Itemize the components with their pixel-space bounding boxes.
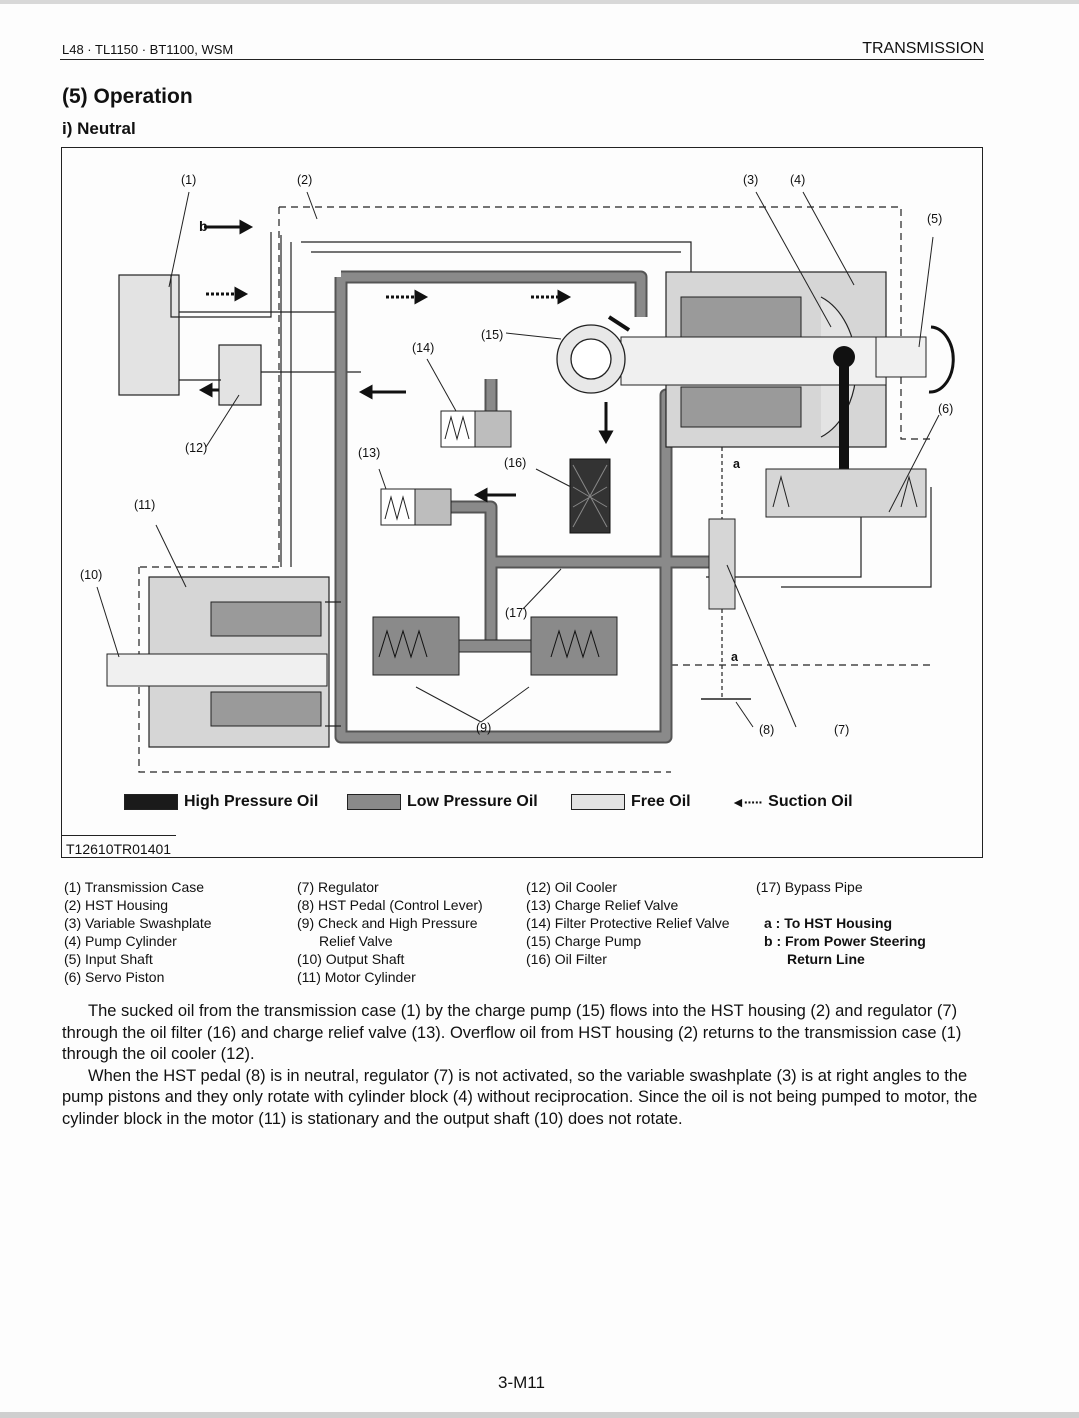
part-5: (5) Input Shaft	[64, 951, 153, 967]
part-13: (13) Charge Relief Valve	[526, 897, 679, 913]
figure-id: T12610TR01401	[66, 841, 172, 857]
legend-low-label: Low Pressure Oil	[407, 793, 538, 810]
figure-id-rule	[61, 835, 176, 836]
callout-3: (3)	[743, 173, 759, 187]
callout-7: (7)	[834, 723, 850, 737]
parts-legend-col-1: (1) Transmission Case (2) HST Housing (3…	[64, 878, 212, 986]
low-pressure-swatch	[347, 794, 401, 810]
callout-14: (14)	[412, 341, 435, 355]
free-oil-swatch	[571, 794, 625, 810]
page-bottom-strip	[0, 1412, 1079, 1418]
legend-free-oil: Free Oil	[571, 793, 691, 811]
parts-legend-col-4: (17) Bypass Pipe a : To HST Housing b : …	[756, 878, 926, 968]
callout-2: (2)	[297, 173, 313, 187]
high-pressure-swatch	[124, 794, 178, 810]
suction-arrow-icon: ◄·····	[731, 794, 763, 810]
part-9: (9) Check and High Pressure	[297, 915, 478, 931]
part-2: (2) HST Housing	[64, 897, 169, 913]
callout-b: b	[199, 218, 208, 234]
regulator	[708, 518, 736, 610]
parts-legend-col-3: (12) Oil Cooler (13) Charge Relief Valve…	[526, 878, 730, 968]
header-rule	[60, 59, 984, 60]
part-1: (1) Transmission Case	[64, 879, 205, 895]
figure-frame	[61, 147, 983, 858]
callout-5: (5)	[927, 212, 943, 226]
header-model: L48 · TL1150 · BT1100, WSM	[62, 42, 234, 57]
page-top-strip	[0, 0, 1079, 4]
check-relief-valve-left	[372, 616, 460, 676]
part-10: (10) Output Shaft	[297, 951, 405, 967]
parts-legend-col-2: (7) Regulator (8) HST Pedal (Control Lev…	[297, 878, 483, 986]
part-14: (14) Filter Protective Relief Valve	[526, 915, 730, 931]
subsection-title: i) Neutral	[62, 119, 136, 138]
check-relief-valve-right	[530, 616, 618, 676]
part-4: (4) Pump Cylinder	[64, 933, 177, 949]
callout-11: (11)	[134, 498, 156, 512]
body-text: The sucked oil from the transmission cas…	[62, 1001, 988, 1130]
callout-a-top: a	[733, 457, 740, 471]
legend-spacer	[756, 896, 926, 914]
part-12: (12) Oil Cooler	[526, 879, 618, 895]
callout-9: (9)	[476, 721, 492, 735]
callout-6: (6)	[938, 402, 954, 416]
part-6: (6) Servo Piston	[64, 969, 165, 985]
legend-suction-label: Suction Oil	[768, 793, 853, 810]
part-11: (11) Motor Cylinder	[297, 969, 416, 985]
note-a: a : To HST Housing	[764, 915, 893, 931]
page-number: 3-M11	[498, 1373, 545, 1392]
legend-low-pressure: Low Pressure Oil	[347, 793, 538, 811]
callout-1: (1)	[181, 173, 197, 187]
callout-16: (16)	[504, 456, 527, 470]
part-9-cont: Relief Valve	[319, 933, 393, 949]
callout-15: (15)	[481, 328, 504, 342]
part-3: (3) Variable Swashplate	[64, 915, 212, 931]
legend-suction-oil: ◄····· Suction Oil	[731, 793, 853, 811]
part-17: (17) Bypass Pipe	[756, 879, 863, 895]
body-paragraph-1: The sucked oil from the transmission cas…	[62, 1002, 962, 1063]
part-7: (7) Regulator	[297, 879, 379, 895]
note-b-cont: Return Line	[787, 951, 865, 967]
servo-rod	[839, 357, 849, 492]
callout-10: (10)	[80, 568, 103, 582]
callout-13: (13)	[358, 446, 381, 460]
callout-12: (12)	[185, 441, 208, 455]
legend-free-label: Free Oil	[631, 793, 691, 810]
servo-piston	[765, 468, 927, 518]
callout-a-bottom: a	[731, 650, 738, 664]
header-section: TRANSMISSION	[862, 40, 984, 57]
legend-high-label: High Pressure Oil	[184, 793, 319, 810]
note-b: b : From Power Steering	[764, 933, 926, 949]
callout-17: (17)	[505, 606, 528, 620]
body-paragraph-2: When the HST pedal (8) is in neutral, re…	[62, 1066, 978, 1128]
part-16: (16) Oil Filter	[526, 951, 607, 967]
part-8: (8) HST Pedal (Control Lever)	[297, 897, 483, 913]
section-title: (5) Operation	[62, 85, 193, 108]
hst-circuit-diagram	[96, 191, 955, 773]
output-shaft	[106, 653, 328, 687]
callout-4: (4)	[790, 173, 806, 187]
callout-8: (8)	[759, 723, 775, 737]
rotation-arrow-icon	[928, 325, 955, 394]
part-15: (15) Charge Pump	[526, 933, 642, 949]
legend-high-pressure: High Pressure Oil	[124, 793, 318, 811]
